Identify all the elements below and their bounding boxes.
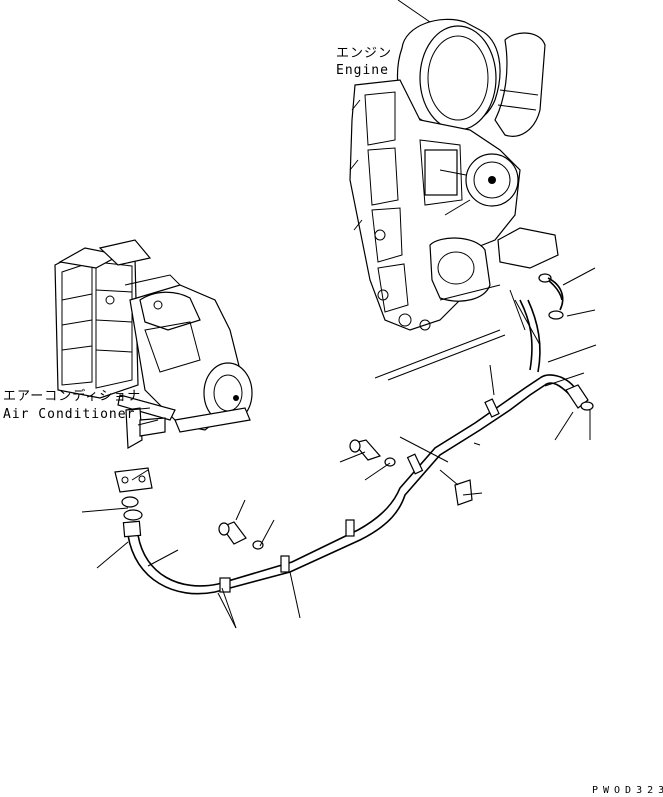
hose-clamp <box>345 519 355 537</box>
leader-lines <box>81 267 597 629</box>
engine-label: エンジン Engine <box>336 46 392 78</box>
hose-assembly <box>114 277 594 595</box>
engine-assembly <box>349 0 563 381</box>
clamp-plate <box>114 467 153 493</box>
bolt-lower <box>218 521 264 550</box>
hose-clamp <box>548 310 564 320</box>
engine-label-jp: エンジン <box>336 46 392 61</box>
washer <box>123 509 143 521</box>
engine-label-en: Engine <box>336 63 389 78</box>
air-conditioner-label: エアーコンディショナ Air Conditioner <box>3 388 151 422</box>
aircon-label-en: Air Conditioner <box>3 407 135 422</box>
air-conditioner-unit <box>54 239 253 450</box>
aircon-label-jp: エアーコンディショナ <box>3 388 141 404</box>
washer <box>121 496 139 508</box>
hose-fitting <box>565 384 589 409</box>
hose-clamp <box>280 555 290 573</box>
bolt-upper <box>349 439 396 467</box>
hose-clamp <box>219 577 231 593</box>
figure-code: PWOD323 <box>592 785 663 796</box>
hose-clamp <box>406 453 424 475</box>
hose-clamp <box>484 398 500 418</box>
bracket <box>454 479 473 506</box>
